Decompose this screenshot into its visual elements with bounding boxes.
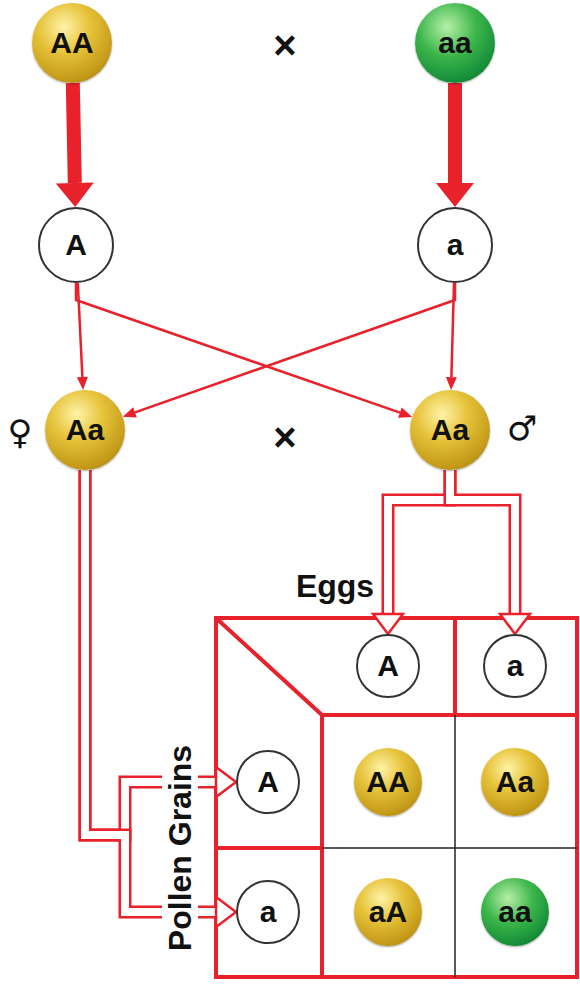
arrow-line xyxy=(451,283,454,377)
grid-line xyxy=(454,715,456,977)
hollow-arrow xyxy=(85,470,236,927)
thick-arrow xyxy=(56,83,94,207)
thick-arrow xyxy=(436,83,474,207)
allele-text: AA xyxy=(50,26,93,60)
arrow-head xyxy=(216,897,236,927)
arrow-line xyxy=(78,283,83,377)
offspring-sphere: Aa xyxy=(481,748,549,816)
offspring-sphere: aA xyxy=(354,878,422,946)
gamete-circle: A xyxy=(38,207,114,283)
arrow-head xyxy=(123,407,137,417)
egg-gamete-circle: A xyxy=(356,634,420,698)
axis-heading: Pollen Grains xyxy=(162,741,198,955)
thin-arrow xyxy=(123,283,455,418)
offspring-sphere: AA xyxy=(354,748,422,816)
allele-text: A xyxy=(257,765,279,799)
cross-symbol: × xyxy=(273,417,296,457)
allele-text: Aa xyxy=(66,413,104,447)
pollen-gamete-circle: A xyxy=(236,750,300,814)
hollow-arrow xyxy=(450,470,530,634)
offspring-sphere: aa xyxy=(481,878,549,946)
allele-text: aa xyxy=(498,895,531,929)
allele-text: A xyxy=(377,649,399,683)
arrow-line xyxy=(73,83,75,183)
arrow-head xyxy=(373,614,403,634)
hollow-arrow xyxy=(85,470,236,835)
allele-text: aa xyxy=(438,26,471,60)
arrow-head xyxy=(56,183,94,207)
arrow-line xyxy=(76,283,400,413)
arrow-head xyxy=(216,767,236,797)
arrow-head xyxy=(77,377,88,390)
table-border xyxy=(216,618,577,977)
arrow-line xyxy=(448,83,462,183)
female-symbol: ♀ xyxy=(8,415,33,449)
table-diagonal xyxy=(216,618,322,715)
male-symbol: ♂ xyxy=(507,411,537,445)
arrow-head xyxy=(436,183,474,207)
axis-heading: Eggs xyxy=(296,570,374,602)
genotype-sphere: AA xyxy=(32,3,112,83)
thin-arrow xyxy=(77,283,88,390)
gamete-circle: a xyxy=(417,207,493,283)
arrow-head xyxy=(446,377,457,390)
allele-text: aA xyxy=(369,895,407,929)
allele-text: a xyxy=(447,228,464,262)
thin-arrow xyxy=(76,283,412,418)
allele-text: a xyxy=(507,649,524,683)
arrow-outline xyxy=(388,470,450,614)
cross-symbol: × xyxy=(273,25,296,65)
allele-text: a xyxy=(260,895,277,929)
egg-gamete-circle: a xyxy=(483,634,547,698)
arrow-head xyxy=(500,614,530,634)
arrow-line xyxy=(135,283,455,412)
grid-line xyxy=(322,847,577,849)
arrow-head xyxy=(398,407,412,417)
genotype-sphere: Aa xyxy=(410,390,490,470)
allele-text: Aa xyxy=(431,413,469,447)
header-row-line xyxy=(322,713,577,717)
allele-text: Aa xyxy=(496,765,534,799)
arrow-inner xyxy=(450,470,515,614)
genotype-sphere: Aa xyxy=(45,390,125,470)
header-divider xyxy=(216,846,322,850)
allele-text: AA xyxy=(366,765,409,799)
arrow-inner xyxy=(388,470,450,614)
allele-text: A xyxy=(65,228,87,262)
arrow-outline xyxy=(450,470,515,614)
header-divider xyxy=(453,618,457,715)
pollen-gamete-circle: a xyxy=(236,880,300,944)
genotype-sphere: aa xyxy=(415,3,495,83)
hollow-arrow xyxy=(373,470,450,634)
